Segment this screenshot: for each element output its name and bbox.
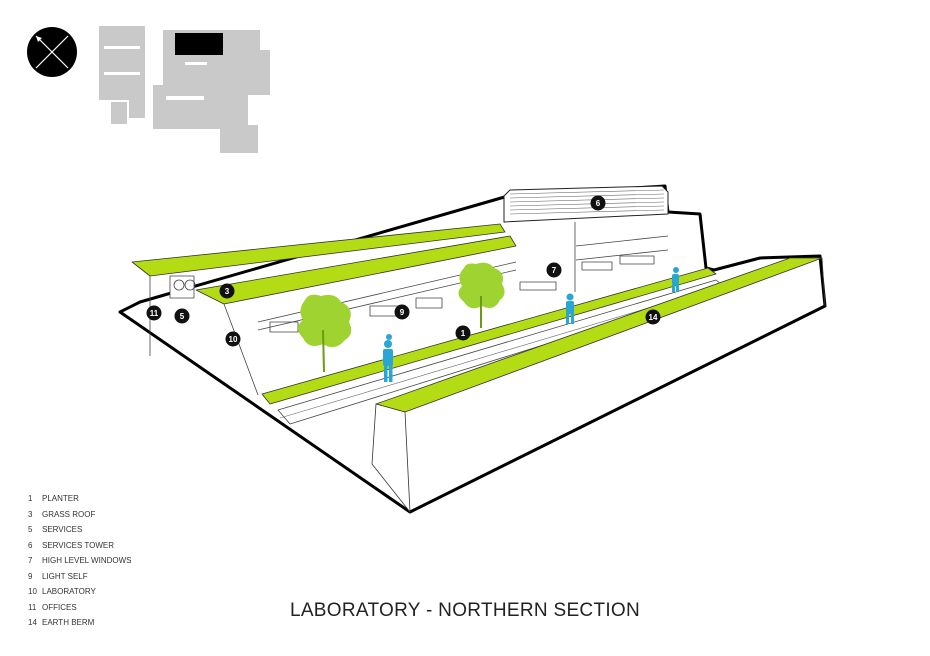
legend-label: LABORATORY [42,587,96,596]
callout-markers: 1 3 5 6 7 9 10 11 14 [146,195,661,347]
legend-item: 3 GRASS ROOF [28,507,132,523]
compass-north-arrow-icon [27,27,77,77]
tree-icon [298,294,352,373]
legend-label: EARTH BERM [42,618,95,627]
legend-item: 7 HIGH LEVEL WINDOWS [28,553,132,569]
legend-number: 1 [28,494,33,503]
building-section [118,184,827,514]
callout-3: 3 [219,283,235,299]
grass-roof-lower [195,235,517,305]
legend-item: 10 LABORATORY [28,584,132,600]
svg-text:6: 6 [596,199,601,208]
legend-number: 11 [28,602,37,612]
earth-berm-wall [371,403,411,513]
callout-7: 7 [546,262,562,278]
person-figure-icon [672,267,679,292]
legend-label: LIGHT SELF [42,571,88,581]
diagram-title: LABORATORY - NORTHERN SECTION [289,600,641,621]
callout-9: 9 [394,304,410,320]
svg-text:9: 9 [400,308,405,317]
legend-item: 1 PLANTER [28,491,132,507]
site-key-plan [99,26,270,153]
svg-text:5: 5 [180,312,185,321]
svg-text:14: 14 [649,313,658,322]
callout-10: 10 [225,331,241,347]
legend-label: HIGH LEVEL WINDOWS [42,556,132,565]
legend-number: 5 [28,525,33,534]
legend-item: 5 SERVICES [28,522,132,538]
person-figure-icon [383,334,393,382]
grass-roof-upper [131,223,506,277]
callout-5: 5 [174,308,190,324]
legend-item: 9 LIGHT SELF [28,569,132,585]
legend-number: 14 [28,618,37,627]
tree-icon [458,262,505,328]
legend-label: SERVICES TOWER [42,540,115,550]
legend-number: 3 [28,509,33,519]
legend-number: 7 [28,556,33,565]
legend-label: GRASS ROOF [42,509,96,519]
legend: 1 PLANTER 3 GRASS ROOF 5 SERVICES 6 SERVICES… [28,491,132,631]
callout-6: 6 [590,195,606,211]
legend-item: 6 SERVICES TOWER [28,538,132,554]
svg-text:1: 1 [461,329,466,338]
legend-label: SERVICES [42,525,83,534]
legend-number: 9 [28,571,33,581]
callout-14: 14 [645,309,661,325]
svg-text:11: 11 [150,309,159,318]
site-key-highlight [175,33,223,55]
svg-text:10: 10 [229,335,238,344]
legend-label: OFFICES [42,602,77,612]
legend-item: 11 OFFICES [28,600,132,616]
svg-text:7: 7 [552,266,557,275]
callout-1: 1 [455,325,471,341]
legend-number: 10 [28,587,37,596]
high-level-windows [269,255,655,333]
person-figure-icon [566,293,574,324]
services-tower [503,185,669,292]
svg-text:3: 3 [225,287,230,296]
legend-item: 14 EARTH BERM [28,615,132,631]
legend-label: PLANTER [42,494,79,503]
callout-11: 11 [146,305,162,321]
legend-number: 6 [28,540,33,550]
planter-strip [261,267,717,405]
